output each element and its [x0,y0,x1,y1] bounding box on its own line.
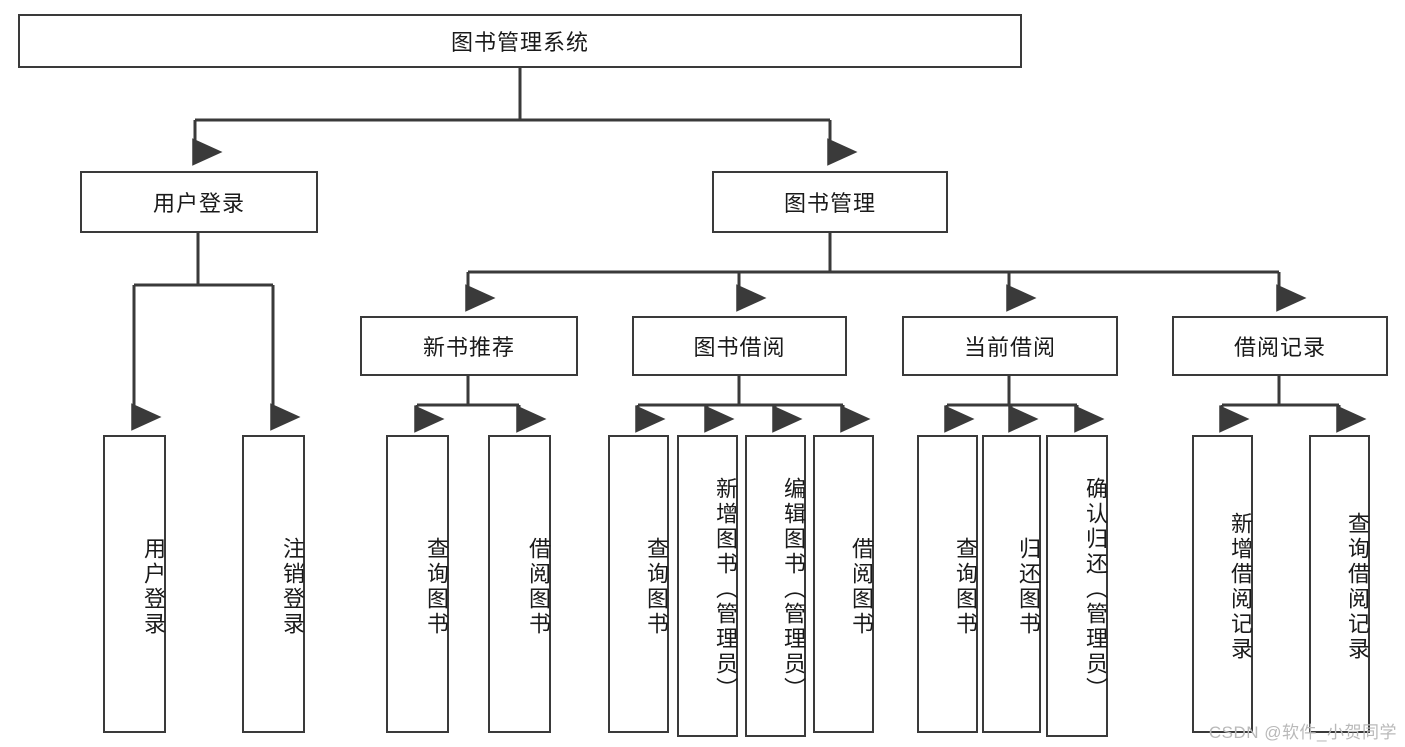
node-label: 新增图书（管理员） [713,476,738,702]
node-leaf-user-login[interactable]: 用户登录 [103,435,166,733]
node-label: 当前借阅 [963,335,1056,360]
node-leaf-return-book[interactable]: 归还图书 [982,435,1041,733]
node-label: 借阅图书 [526,537,551,637]
node-leaf-query-book-1[interactable]: 查询图书 [386,435,449,733]
node-label: 确认归还（管理员） [1083,476,1108,702]
node-leaf-query-record[interactable]: 查询借阅记录 [1309,435,1370,733]
node-book-borrow[interactable]: 图书借阅 [632,316,847,376]
node-leaf-edit-book[interactable]: 编辑图书（管理员） [745,435,806,737]
node-label: 借阅记录 [1233,335,1326,360]
node-label: 查询图书 [953,537,978,637]
node-leaf-borrow-book-1[interactable]: 借阅图书 [488,435,551,733]
node-label: 查询图书 [644,537,669,637]
node-label: 新书推荐 [422,335,515,360]
node-book-management[interactable]: 图书管理 [712,171,948,233]
node-label: 图书管理 [783,191,876,216]
node-label: 归还图书 [1016,537,1041,637]
node-label: 用户登录 [141,537,166,637]
node-label: 用户登录 [152,191,245,216]
csdn-watermark: CSDN @软件_小贺同学 [1208,723,1397,742]
node-current-borrow[interactable]: 当前借阅 [902,316,1118,376]
node-label: 查询借阅记录 [1345,512,1370,662]
node-label: 注销登录 [280,537,305,637]
node-label: 编辑图书（管理员） [781,476,806,702]
node-leaf-add-record[interactable]: 新增借阅记录 [1192,435,1253,733]
node-label: 图书管理系统 [450,30,589,55]
node-borrow-record[interactable]: 借阅记录 [1172,316,1388,376]
node-leaf-query-book-2[interactable]: 查询图书 [608,435,669,733]
node-leaf-borrow-book-2[interactable]: 借阅图书 [813,435,874,733]
node-label: 借阅图书 [849,537,874,637]
node-label: 新增借阅记录 [1228,512,1253,662]
node-new-book-recommend[interactable]: 新书推荐 [360,316,578,376]
node-user-login[interactable]: 用户登录 [80,171,318,233]
node-leaf-confirm-return[interactable]: 确认归还（管理员） [1046,435,1108,737]
node-leaf-add-book[interactable]: 新增图书（管理员） [677,435,738,737]
node-book-management-system[interactable]: 图书管理系统 [18,14,1022,68]
node-label: 图书借阅 [693,335,786,360]
node-label: 查询图书 [424,537,449,637]
node-leaf-logout-login[interactable]: 注销登录 [242,435,305,733]
node-leaf-query-book-3[interactable]: 查询图书 [917,435,978,733]
